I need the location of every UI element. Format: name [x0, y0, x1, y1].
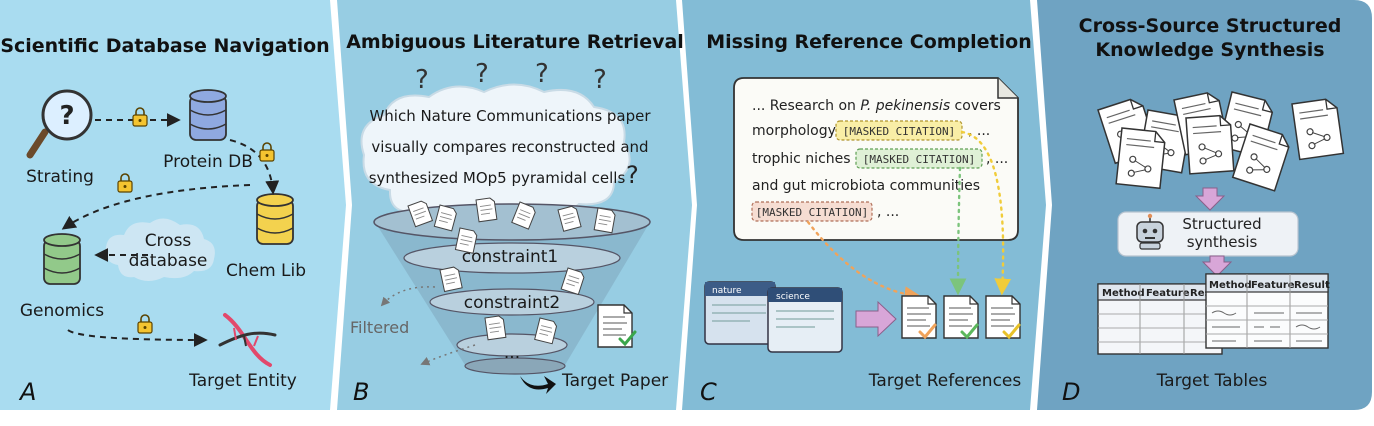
synthesis-line-1: Structured: [1182, 215, 1261, 233]
masked-citation-2: [855, 148, 983, 169]
question-line-2: visually compares reconstructed and: [371, 138, 648, 156]
paper-icon: [593, 207, 617, 234]
synthesis-box: Structured synthesis: [1117, 211, 1299, 257]
node-chem-label: Chem Lib: [226, 261, 306, 281]
panel-d-title-line2: Knowledge Synthesis: [1095, 39, 1324, 61]
target-tables-label: Target Tables: [1156, 371, 1268, 391]
constraint-3-label: ...: [504, 343, 520, 363]
journal-nature-icon: nature: [704, 281, 776, 345]
connector-citation-2: [949, 166, 967, 296]
flow-arrow-icon: [855, 300, 897, 338]
question-end-mark: ?: [626, 161, 639, 189]
protein-db-icon: [189, 89, 227, 141]
journal-science-icon: science: [767, 287, 843, 353]
svg-text:?: ?: [535, 59, 549, 89]
chem-lib-icon: [256, 193, 294, 245]
citation-line-4: and gut microbiota communities: [752, 178, 980, 194]
node-target-label: Target Entity: [188, 371, 297, 391]
citation-line-2-suffix: , ...: [968, 123, 990, 139]
panel-c: Missing Reference Completion ... Researc…: [682, 0, 1046, 410]
cross-database-cloud: Cross database: [105, 218, 215, 281]
svg-text:?: ?: [475, 59, 489, 89]
panel-d: Cross-Source Structured Knowledge Synthe…: [1037, 0, 1372, 410]
panel-a-background: [0, 0, 346, 410]
constraint-1-label: constraint1: [462, 247, 558, 267]
question-cloud: Which Nature Communications paper visual…: [360, 83, 651, 222]
dna-icon: [218, 313, 277, 367]
reference-doc-icon: [943, 295, 979, 340]
panel-b-title: Ambiguous Literature Retrieval: [346, 31, 684, 53]
document-icon: [1115, 127, 1167, 190]
panel-c-title: Missing Reference Completion: [706, 31, 1031, 53]
masked-citation-1: [835, 120, 963, 141]
down-arrow-icon: [1201, 255, 1233, 277]
citation-line-1: ... Research on P. pekinensis covers: [752, 98, 1001, 114]
citation-line-5-suffix: , ...: [877, 204, 899, 220]
citation-line-3: trophic niches: [752, 151, 851, 167]
filtered-label: Filtered: [350, 318, 409, 337]
masked-citation-3: [751, 201, 873, 222]
panel-b: Ambiguous Literature Retrieval ? ? ? ? W…: [337, 0, 692, 410]
node-protein-label: Protein DB: [163, 152, 253, 172]
journal-science-label: science: [776, 292, 810, 302]
paper-icon: [475, 196, 498, 223]
table-front: Method Feature Result: [1205, 273, 1330, 349]
cloud-label-line1: Cross: [145, 231, 192, 251]
arrow-genomics-to-target: [67, 329, 208, 347]
masked-citation-2-label: [MASKED CITATION]: [863, 153, 976, 166]
panel-c-letter: C: [700, 378, 717, 406]
citation-text-card: ... Research on P. pekinensis covers mor…: [733, 77, 1019, 241]
panel-d-title-line1: Cross-Source Structured: [1079, 15, 1342, 37]
svg-text:?: ?: [415, 65, 429, 95]
table-back: Method Feature Resu: [1097, 283, 1223, 355]
genomics-db-icon: [43, 233, 81, 285]
target-arrow-icon: [520, 376, 556, 394]
svg-text:?: ?: [593, 65, 607, 95]
panel-a: Scientific Database Navigation ? Stratin…: [0, 0, 346, 410]
table-front-header-3: Result: [1294, 280, 1330, 291]
citation-line-3-suffix: , ...: [986, 151, 1008, 167]
table-back-header-2: Feature: [1146, 288, 1190, 299]
paper-icon: [484, 314, 507, 341]
panel-a-letter: A: [18, 378, 36, 406]
panel-a-title: Scientific Database Navigation: [0, 35, 329, 57]
connector-citation-1: [960, 130, 1012, 296]
paper-icon: [439, 265, 463, 293]
arrow-chem-to-genomics: [61, 184, 251, 230]
question-marks: ? ? ? ?: [415, 59, 607, 95]
synthesis-line-2: synthesis: [1187, 233, 1258, 251]
down-arrow-icon: [1194, 187, 1226, 211]
question-line-3: synthesized MOp5 pyramidal cells: [369, 169, 626, 187]
journal-nature-label: nature: [712, 286, 742, 296]
cloud-label-line2: database: [129, 251, 208, 271]
table-front-header-1: Method: [1209, 280, 1252, 291]
panel-d-letter: D: [1062, 378, 1080, 406]
target-paper-label: Target Paper: [561, 371, 668, 391]
paper-icon: [454, 227, 479, 254]
filtered-arrows: [380, 286, 476, 366]
constraint-2-label: constraint2: [464, 293, 560, 313]
document-icon: [1291, 97, 1345, 161]
svg-text:?: ?: [59, 101, 74, 131]
target-references-label: Target References: [868, 371, 1022, 391]
masked-citation-3-label: [MASKED CITATION]: [756, 206, 869, 219]
citation-line-2: morphology: [752, 123, 836, 139]
reference-doc-icon: [985, 295, 1021, 340]
question-line-1: Which Nature Communications paper: [369, 107, 651, 125]
panel-b-letter: B: [353, 378, 369, 406]
table-back-header-3: Resu: [1190, 288, 1218, 299]
table-front-header-2: Feature: [1251, 280, 1295, 291]
reference-doc-icon: [901, 295, 937, 340]
node-start-label: Strating: [26, 167, 94, 187]
node-genomics-label: Genomics: [20, 301, 104, 321]
masked-citation-1-label: [MASKED CITATION]: [843, 125, 956, 138]
document-icon: [1185, 114, 1235, 175]
robot-icon: [1136, 213, 1164, 250]
target-paper-icon: [597, 304, 637, 348]
table-back-header-1: Method: [1102, 288, 1145, 299]
magnifier-icon: ?: [26, 89, 93, 159]
